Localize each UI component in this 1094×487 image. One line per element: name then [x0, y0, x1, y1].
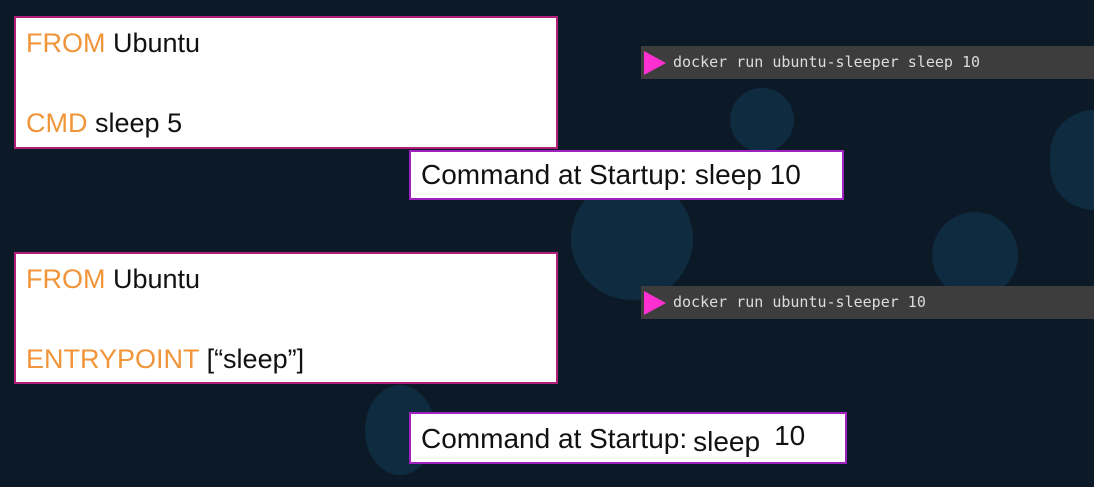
- value: Ubuntu: [113, 28, 201, 58]
- from-line: FROM Ubuntu: [26, 264, 200, 295]
- terminal-command-1: docker run ubuntu-sleeper sleep 10: [641, 46, 1094, 79]
- startup-label: Command at Startup:: [421, 423, 688, 454]
- value: sleep 5: [95, 108, 183, 138]
- value: [“sleep”]: [206, 344, 305, 374]
- cmd-line: CMD sleep 5: [26, 108, 182, 139]
- keyword: ENTRYPOINT: [26, 344, 200, 374]
- value: Ubuntu: [113, 264, 201, 294]
- startup-label: Command at Startup:: [421, 159, 688, 190]
- startup-caption-2: Command at Startup:sleep 10: [409, 412, 847, 464]
- command-text: docker run ubuntu-sleeper 10: [673, 293, 926, 311]
- prompt-triangle-icon: [644, 291, 666, 315]
- from-line: FROM Ubuntu: [26, 28, 200, 59]
- startup-value: sleep 10: [694, 159, 801, 190]
- terminal-command-2: docker run ubuntu-sleeper 10: [641, 286, 1094, 319]
- command-text: docker run ubuntu-sleeper sleep 10: [673, 53, 981, 71]
- dockerfile-cmd-box: FROM Ubuntu CMD sleep 5: [14, 16, 558, 149]
- bg-circle: [1050, 110, 1094, 210]
- keyword: FROM: [26, 28, 106, 58]
- prompt-triangle-icon: [644, 51, 666, 75]
- entrypoint-line: ENTRYPOINT [“sleep”]: [26, 344, 304, 375]
- startup-caption-1: Command at Startup: sleep 10: [409, 150, 844, 200]
- startup-arg: 10: [774, 420, 806, 451]
- dockerfile-entrypoint-box: FROM Ubuntu ENTRYPOINT [“sleep”]: [14, 252, 558, 384]
- keyword: FROM: [26, 264, 106, 294]
- startup-value: sleep: [693, 426, 761, 457]
- keyword: CMD: [26, 108, 88, 138]
- bg-circle: [730, 88, 794, 152]
- bg-circle: [932, 212, 1018, 298]
